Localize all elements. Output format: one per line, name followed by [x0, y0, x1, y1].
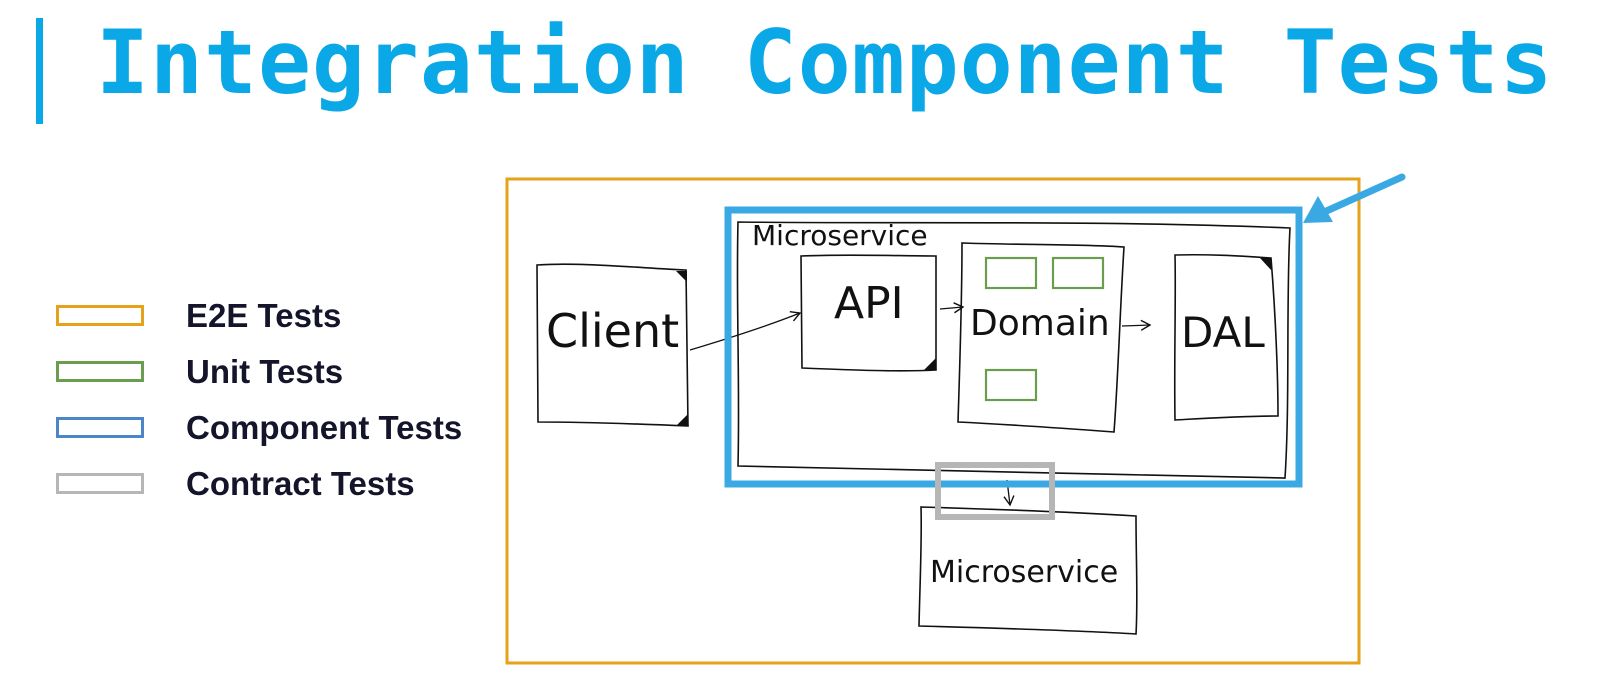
client-label: Client — [546, 304, 679, 358]
api-box-corner — [924, 358, 936, 370]
microservice-main-label: Microservice — [752, 219, 928, 252]
legend-label-e2e: E2E Tests — [186, 297, 342, 334]
contract-test-boundary — [935, 462, 1055, 520]
dal-label: DAL — [1181, 308, 1265, 357]
component-pointer-arrow-shaft — [1318, 173, 1406, 217]
dal-box-corner — [1260, 258, 1271, 270]
legend-label-contract: Contract Tests — [186, 465, 415, 502]
unit-test-box-2 — [1051, 256, 1105, 290]
legend-swatch-contract — [56, 473, 144, 494]
legend-label-unit: Unit Tests — [186, 353, 344, 390]
domain-to-dal-arrow — [1121, 319, 1152, 331]
unit-test-box-3 — [984, 368, 1038, 402]
microservice-sketch-border — [736, 221, 1291, 479]
domain-box — [957, 242, 1125, 433]
dal-box — [1173, 253, 1279, 421]
domain-label: Domain — [970, 303, 1110, 344]
legend-swatch-e2e — [56, 305, 144, 326]
api-label: API — [834, 278, 904, 329]
client-to-api-arrow — [689, 311, 802, 351]
api-to-domain-arrow — [939, 302, 965, 314]
page-title: Integration Component Tests — [96, 11, 1554, 114]
external-microservice-label: Microservice — [930, 555, 1118, 590]
legend-swatch-unit — [56, 361, 144, 382]
component-pointer-arrow-head — [1303, 196, 1333, 223]
component-test-boundary — [724, 206, 1303, 488]
e2e-boundary — [505, 177, 1361, 665]
unit-test-box-1 — [984, 256, 1038, 290]
client-box-corner-bottom — [676, 414, 688, 426]
legend-swatch-component — [56, 417, 144, 438]
client-box-corner — [676, 271, 687, 282]
legend-label-component: Component Tests — [186, 409, 463, 446]
title-accent-bar — [36, 18, 43, 124]
